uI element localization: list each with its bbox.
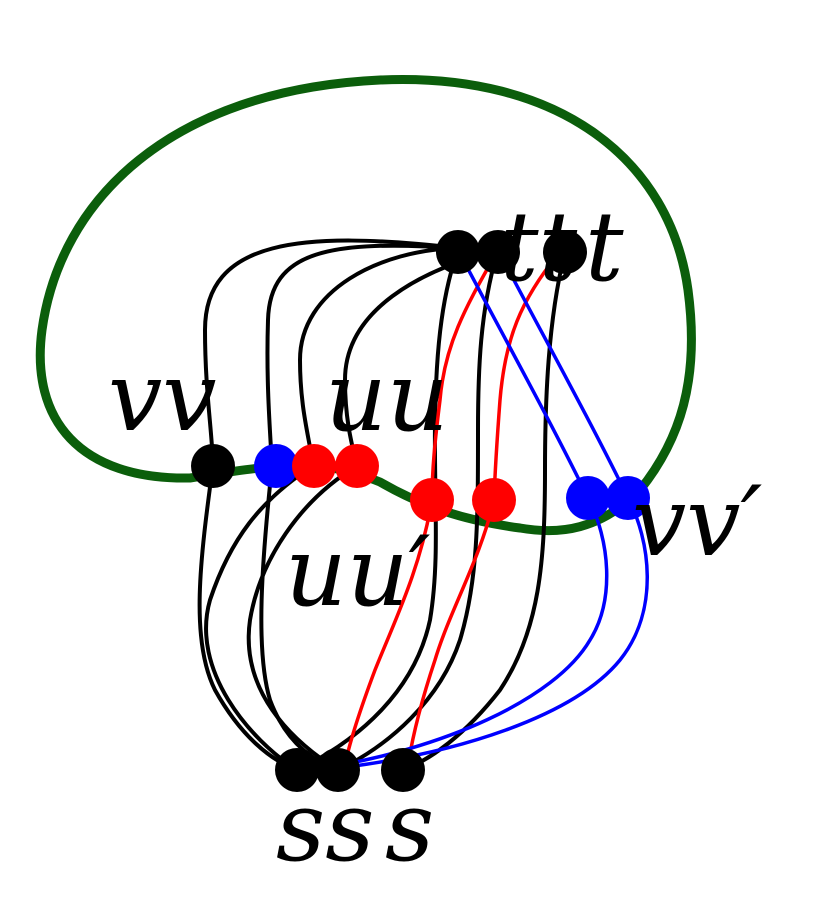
label-u-overlap: uu bbox=[325, 341, 449, 453]
vertex-t-3[interactable] bbox=[543, 230, 587, 274]
edge-blue-s-2 bbox=[320, 496, 649, 772]
vertex-u-2[interactable] bbox=[335, 444, 379, 488]
vertex-t-1[interactable] bbox=[436, 230, 480, 274]
vertex-s-1[interactable] bbox=[275, 748, 319, 792]
label-t-overlap: tt bbox=[500, 191, 578, 303]
label-s-overlap: ss bbox=[276, 771, 375, 883]
vertex-s-3[interactable] bbox=[381, 748, 425, 792]
vertex-t-2[interactable] bbox=[476, 230, 520, 274]
label-v-prime-overlap: vv′ bbox=[632, 466, 762, 578]
vertices bbox=[191, 230, 650, 792]
blue-edges bbox=[320, 248, 649, 772]
vertex-s-2[interactable] bbox=[316, 748, 360, 792]
edge-t-s-3 bbox=[295, 248, 460, 772]
vertex-u-prime-2[interactable] bbox=[472, 478, 516, 522]
edge-t-s-5 bbox=[401, 250, 567, 772]
label-s-single: s bbox=[385, 771, 434, 883]
vertex-v-prime-1[interactable] bbox=[566, 476, 610, 520]
vertex-blue-left[interactable] bbox=[254, 444, 298, 488]
edge-blue-s-1 bbox=[320, 496, 609, 770]
vertex-v-prime-2[interactable] bbox=[606, 476, 650, 520]
vertex-u-1[interactable] bbox=[292, 444, 336, 488]
labels: tt t vv uu uu′ vv′ ss s bbox=[108, 191, 762, 883]
edge-blue-t-1 bbox=[456, 248, 590, 500]
edge-t-s-4 bbox=[336, 248, 500, 772]
edge-blue-t-2 bbox=[496, 248, 630, 500]
label-u-prime-overlap: uu′ bbox=[285, 516, 431, 628]
label-v-overlap: vv bbox=[108, 341, 216, 453]
vertex-u-prime-1[interactable] bbox=[410, 478, 454, 522]
label-t-single: t bbox=[585, 191, 624, 303]
edge-t-u-s-2 bbox=[246, 248, 500, 772]
vertex-v[interactable] bbox=[191, 444, 235, 488]
